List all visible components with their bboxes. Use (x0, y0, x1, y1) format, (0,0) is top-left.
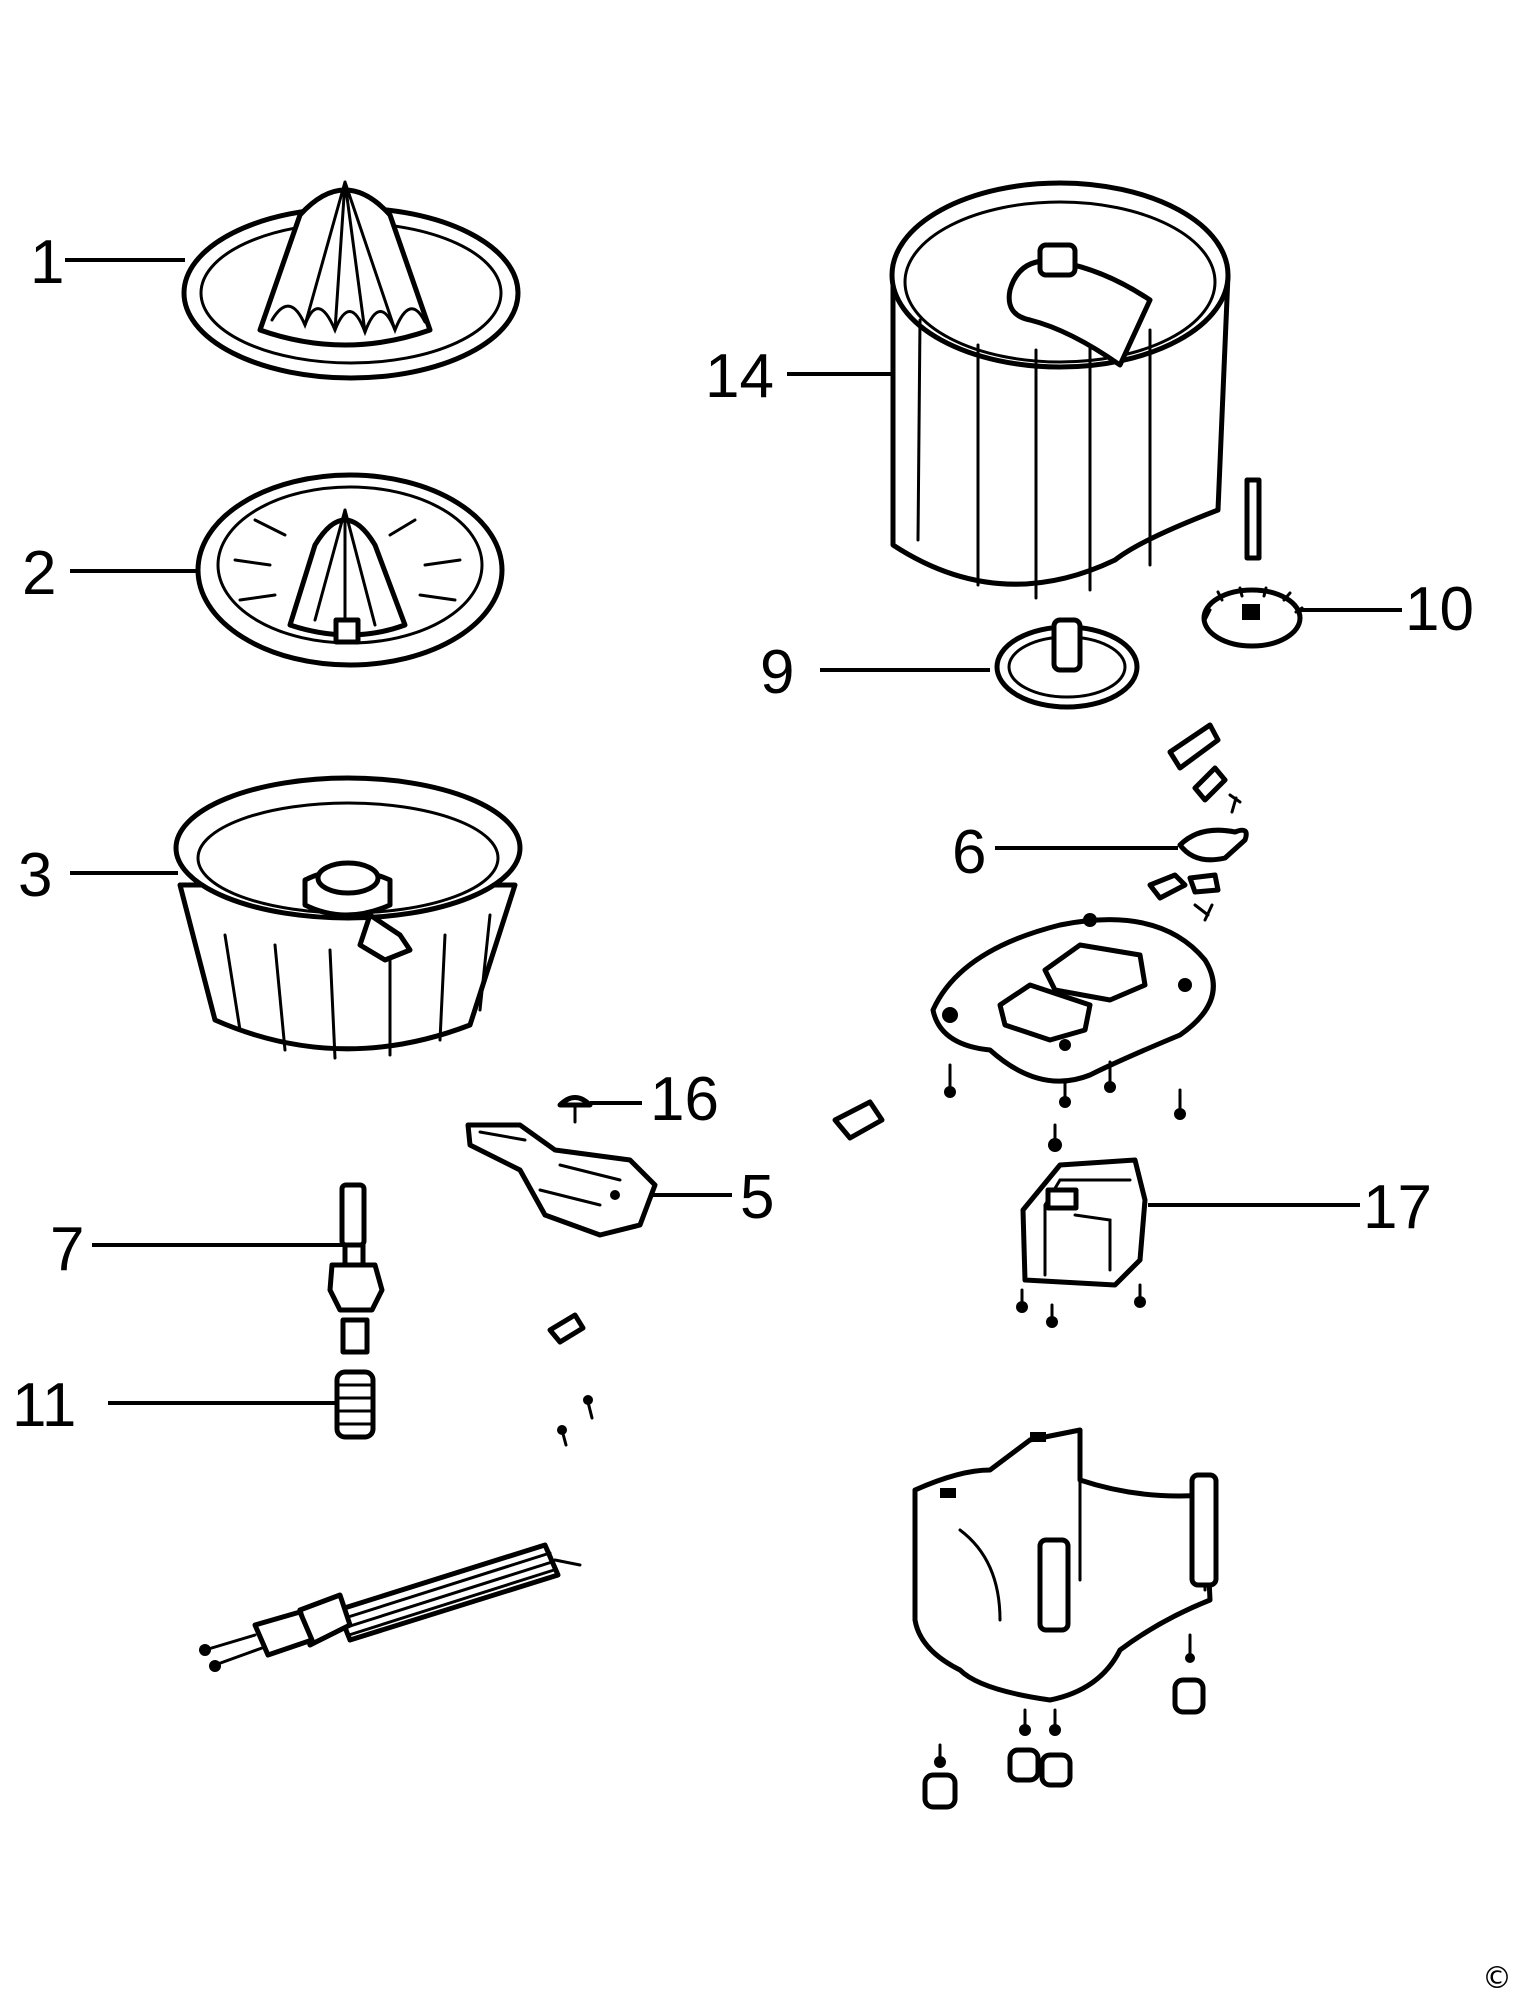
switch-plate-assembly (930, 913, 1216, 1152)
callout-5: 5 (740, 1163, 774, 1232)
callout-2: 2 (22, 539, 56, 608)
callout-7: 6 (952, 818, 986, 887)
part-11-motor-housing (889, 180, 1231, 600)
connector-piece (832, 1099, 885, 1141)
base-housing (912, 1427, 1219, 1768)
callout-17: 11 (12, 1371, 76, 1440)
callout-16: 17 (1363, 1173, 1432, 1242)
part-2-strainer (195, 472, 505, 668)
part-7-switch-contacts (1147, 722, 1249, 922)
copyright-mark: © (1482, 1961, 1512, 1996)
callout-9: 9 (760, 638, 794, 707)
callout-6: 7 (50, 1215, 84, 1284)
part-6-shaft (327, 1182, 385, 1355)
part-16-motor (1016, 1157, 1148, 1328)
callout-1: 1 (30, 228, 64, 297)
part-3-juice-bowl (173, 775, 523, 1060)
rubber-feet (922, 1677, 1206, 1810)
callout-14: 16 (650, 1065, 719, 1134)
part-14-screw (557, 1095, 593, 1124)
part-17-spring (334, 1369, 376, 1440)
part-9-drive-disc (994, 617, 1140, 710)
power-cord (199, 1542, 582, 1672)
callout-3: 3 (18, 841, 52, 910)
part-5-lever (465, 1122, 658, 1238)
part-1-reamer-cone (181, 180, 521, 381)
small-fasteners (547, 1312, 594, 1447)
part-10-gear (1201, 477, 1304, 649)
callout-11: 14 (705, 342, 774, 411)
callout-10: 10 (1405, 575, 1474, 644)
